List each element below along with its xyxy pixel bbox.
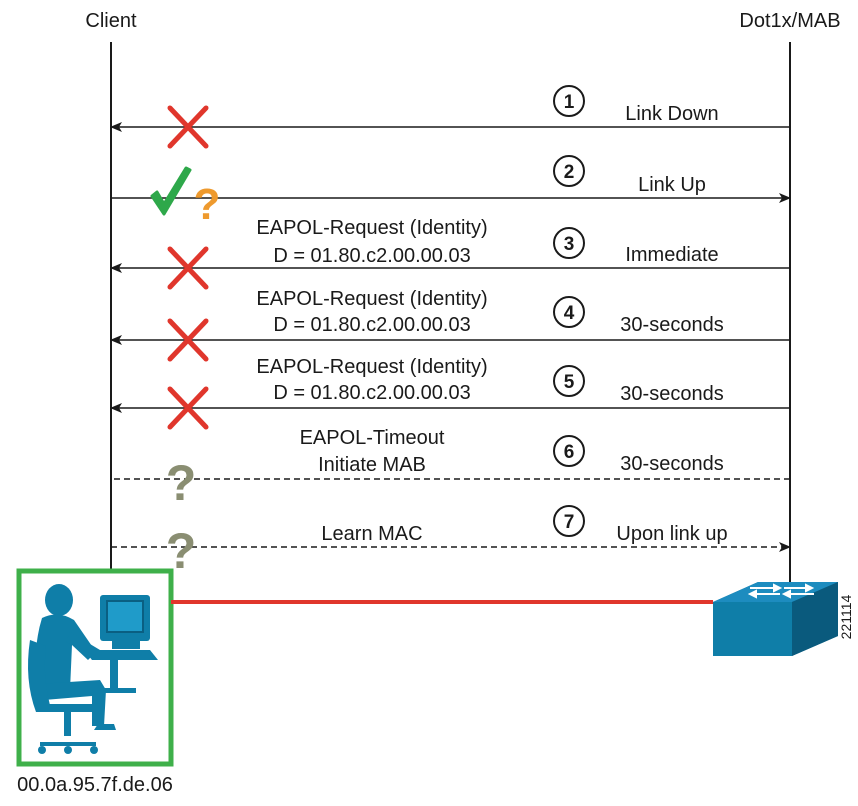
step-timing-label: Link Up (638, 174, 706, 196)
x-mark-stroke (167, 246, 209, 290)
step-message-line: Learn MAC (321, 523, 422, 545)
step-timing-label: Immediate (625, 244, 718, 266)
step-number-circle (553, 296, 585, 328)
switch-icon (713, 582, 838, 656)
client-mac-address: 00.0a.95.7f.de.06 (17, 774, 173, 796)
step-number: 7 (564, 512, 575, 533)
x-mark-icon (167, 318, 209, 362)
step-message-line: D = 01.80.c2.00.00.03 (273, 245, 470, 267)
step-5: 5 30-seconds EAPOL-Request (Identity) D = 0… (110, 356, 790, 430)
x-mark-stroke (167, 105, 209, 149)
step-timing-label: 30-seconds (620, 453, 723, 475)
step-message-line: D = 01.80.c2.00.00.03 (273, 382, 470, 404)
step-number-circle (553, 85, 585, 117)
x-mark-icon (167, 386, 209, 430)
step-number: 2 (564, 162, 575, 183)
question-mark-icon: ? (166, 455, 197, 511)
step-message-line: EAPOL-Request (Identity) (256, 288, 487, 310)
step-message-line: EAPOL-Timeout (300, 427, 445, 449)
x-mark-icon (167, 246, 209, 290)
step-timing-label: Link Down (625, 103, 718, 125)
x-mark-icon (167, 105, 209, 149)
step-number-circle (553, 365, 585, 397)
step-number: 3 (564, 234, 575, 255)
switch-header: Dot1x/MAB (739, 10, 840, 32)
step-number: 1 (564, 92, 575, 113)
checkmark-icon (150, 166, 192, 216)
figure-id: 221114 (838, 594, 854, 639)
client-workstation (16, 568, 174, 767)
step-message-line: EAPOL-Request (Identity) (256, 356, 487, 378)
step-message-line: D = 01.80.c2.00.00.03 (273, 314, 470, 336)
step-number-circle (553, 155, 585, 187)
client-header: Client (85, 10, 137, 32)
step-4: 4 30-seconds EAPOL-Request (Identity) D = 0… (110, 288, 790, 362)
step-timing-label: Upon link up (616, 523, 727, 545)
step-number-circle (553, 435, 585, 467)
step-number: 5 (564, 372, 575, 393)
step-message-line: Initiate MAB (318, 454, 426, 476)
person-at-computer-icon (28, 584, 158, 754)
step-number: 4 (564, 303, 575, 324)
step-number: 6 (564, 442, 575, 463)
question-mark-icon: ? (194, 180, 221, 229)
step-timing-label: 30-seconds (620, 314, 723, 336)
step-timing-label: 30-seconds (620, 383, 723, 405)
step-message-line: EAPOL-Request (Identity) (256, 217, 487, 239)
x-mark-stroke (167, 318, 209, 362)
step-3: 3 Immediate EAPOL-Request (Identity) D = 01… (110, 217, 790, 290)
x-mark-stroke (167, 386, 209, 430)
step-number-circle (553, 227, 585, 259)
step-number-circle (553, 505, 585, 537)
